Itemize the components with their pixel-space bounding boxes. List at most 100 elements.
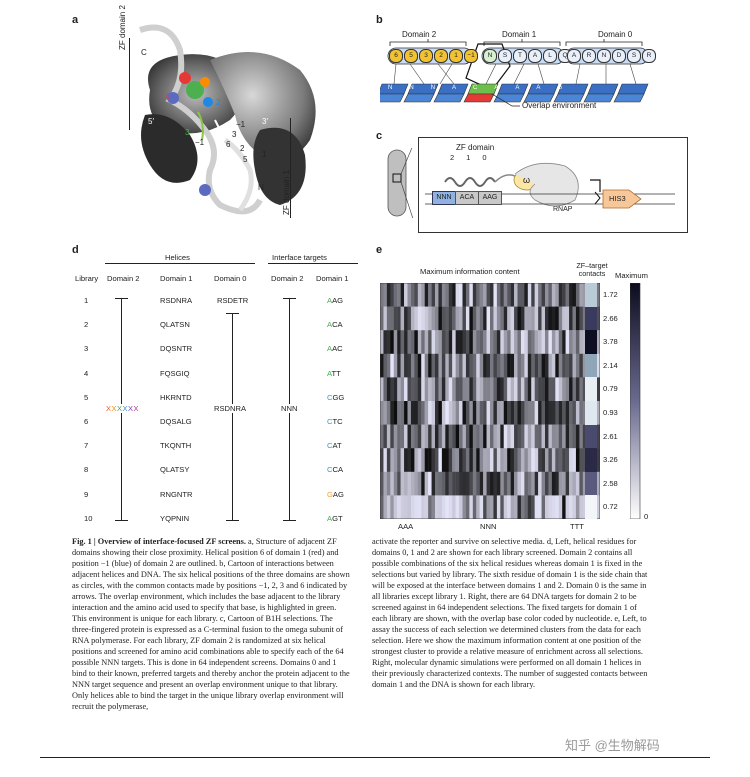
heatmap-cell (500, 377, 504, 402)
heatmap-cell (541, 377, 546, 402)
heatmap-cell (404, 448, 408, 472)
heatmap-cell (390, 424, 394, 449)
heatmap-cell (534, 448, 539, 472)
library-number: 3 (84, 344, 89, 354)
heatmap-cell (407, 448, 412, 472)
heatmap-cell (551, 424, 556, 449)
heatmap-cell (438, 306, 443, 331)
contact-value: 3.78 (603, 337, 618, 347)
heatmap-cell (538, 401, 542, 425)
heatmap-cell (483, 401, 487, 425)
domain0-lib1-helix: RSDETR (217, 296, 249, 305)
heatmap-cell (517, 283, 522, 307)
heatmap-cell (558, 401, 563, 425)
domain1-helix: DQSALG (160, 417, 192, 426)
col-header-target-domain1: Domain 1 (316, 274, 349, 283)
heatmap-cell (472, 306, 477, 331)
heatmap-cell (565, 306, 570, 331)
contact-cell (585, 283, 597, 307)
heatmap-cell (490, 283, 494, 307)
contact-value: 1.72 (603, 290, 618, 299)
heatmap-cell (390, 448, 394, 472)
contacts-header: ZF–target contacts (576, 261, 608, 278)
heatmap-cell (520, 353, 525, 378)
heatmap-cell (472, 495, 477, 519)
heatmap-cell (531, 424, 535, 449)
heatmap-cell (469, 306, 474, 331)
heatmap-cell (462, 424, 467, 449)
interface-header: Interface targets (272, 253, 327, 262)
heatmap-cell (572, 330, 577, 354)
heatmap-cell (565, 283, 570, 307)
heatmap-cell (496, 283, 501, 307)
heatmap-cell (393, 283, 398, 307)
domain1-target: CAT (327, 441, 342, 450)
b-domain1-label: Domain 1 (502, 30, 537, 39)
domain1-target: GAG (327, 490, 344, 499)
heatmap-cell (417, 306, 422, 331)
heatmap-cell (551, 471, 556, 496)
overlap-base: A (327, 320, 333, 330)
target-rest: TT (331, 368, 341, 378)
heatmap-cell (514, 283, 518, 307)
heatmap-cell (483, 424, 487, 449)
heatmap-cell (486, 330, 491, 354)
heatmap-cell (582, 353, 587, 378)
heatmap-cell (596, 353, 600, 378)
zf-domain2-label: ZF domain 2 (118, 5, 127, 50)
heatmap-cell (407, 401, 412, 425)
heatmap-cell (400, 424, 405, 449)
heatmap-cell (520, 306, 525, 331)
heatmap-cell (410, 330, 415, 354)
heatmap-cell (435, 306, 439, 331)
heatmap-cell (383, 283, 388, 307)
b1h-selection-box (418, 137, 688, 233)
heatmap-cell (386, 306, 391, 331)
heatmap-cell (431, 401, 436, 425)
heatmap-cell (569, 401, 573, 425)
library-number: 2 (84, 320, 89, 330)
heatmap-cell (380, 330, 384, 354)
heatmap-cell (548, 495, 553, 519)
heatmap-cell (472, 330, 477, 354)
heatmap-cell (414, 424, 419, 449)
library-number: 1 (84, 296, 89, 305)
heatmap-cell (469, 377, 474, 402)
domain1-helix: DQSNTR (160, 344, 193, 354)
heatmap-cell (545, 377, 549, 402)
dna-base-4: A (452, 85, 457, 91)
heatmap-cell (462, 448, 467, 472)
d2-res-5: 1 (449, 49, 463, 63)
heatmap-cell (562, 353, 566, 378)
heatmap-cell (507, 353, 511, 378)
heatmap-cell (486, 377, 491, 402)
heatmap-cell (555, 283, 559, 307)
d1-res-5: L (543, 49, 557, 63)
heatmap-cell (524, 401, 529, 425)
heatmap-cell (527, 424, 532, 449)
heatmap-cell (383, 471, 388, 496)
heatmap-cell (438, 471, 443, 496)
heatmap-cell (541, 330, 546, 354)
domain1-helix: RNGNTR (160, 489, 193, 499)
heatmap-cell (514, 471, 518, 496)
heatmap-cell (410, 495, 415, 519)
domain1-target: CCA (327, 465, 343, 474)
heatmap-cell (575, 283, 580, 307)
heatmap-cell (455, 377, 460, 402)
d1-res-4: A (528, 49, 542, 63)
nnn-target-box: NNN (432, 191, 456, 205)
heatmap-cell (414, 401, 419, 425)
heatmap-cell (445, 424, 449, 449)
zf-number-labels: 2 1 0 (450, 153, 487, 162)
heatmap-cell (431, 471, 436, 496)
heatmap-cell (435, 330, 439, 354)
heatmap-cell (486, 471, 491, 496)
heatmap-cell (551, 306, 556, 331)
heatmap-cell (500, 471, 504, 496)
heatmap-cell (510, 495, 515, 519)
contact-value: 2.61 (603, 431, 618, 441)
heatmap-cell (569, 283, 573, 307)
heatmap-cell (400, 377, 405, 402)
heatmap-cell (531, 401, 535, 425)
